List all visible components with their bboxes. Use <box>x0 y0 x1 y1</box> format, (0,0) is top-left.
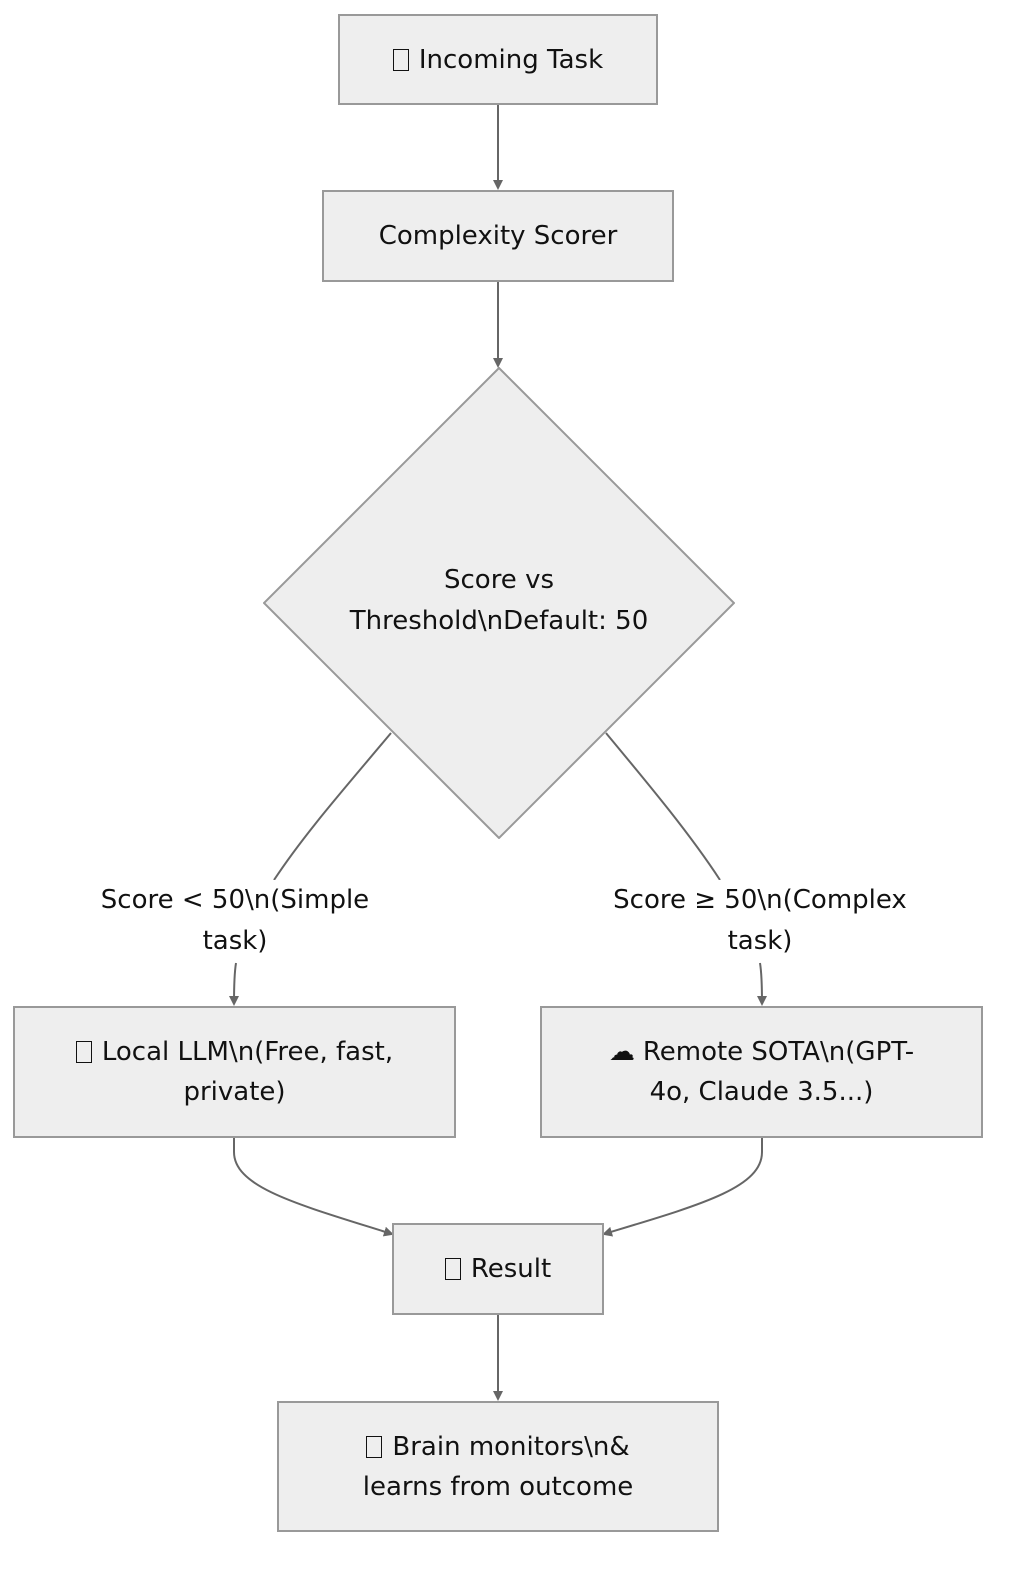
laptop-icon <box>75 1041 92 1063</box>
edge-decision-to-simple-label <box>273 732 392 881</box>
task-icon <box>392 48 409 71</box>
edge-simple-label-to-local <box>229 962 240 1006</box>
result-label: Result <box>470 1254 552 1284</box>
decision-label: Score vs Threshold\nDefault: 50 <box>349 565 649 636</box>
brain-text: Brain monitors\n& learns from outcome <box>348 1427 648 1507</box>
complexity-scorer-label: Complexity Scorer <box>378 221 618 251</box>
remote-sota-text: ☁Remote SOTA\n(GPT-4o, Claude 3.5...) <box>592 1032 932 1112</box>
edge-complex-label-to-remote <box>756 962 767 1006</box>
brain-icon <box>366 1435 383 1458</box>
simple-branch-label: Score < 50\n(Simple task) <box>70 880 400 962</box>
remote-sota-node[interactable]: ☁Remote SOTA\n(GPT-4o, Claude 3.5...) <box>540 1006 983 1138</box>
result-icon <box>444 1258 461 1280</box>
incoming-task-label: Incoming Task <box>418 44 604 75</box>
brain-label: Brain monitors\n& learns from outcome <box>362 1431 634 1502</box>
result-text: Result <box>444 1249 552 1289</box>
incoming-task-node[interactable]: Incoming Task <box>338 14 658 105</box>
remote-sota-label: Remote SOTA\n(GPT-4o, Claude 3.5...) <box>642 1037 915 1107</box>
cloud-icon: ☁ <box>608 1037 635 1067</box>
incoming-task-text: Incoming Task <box>392 40 604 80</box>
local-llm-text: Local LLM\n(Free, fast, private) <box>60 1032 410 1112</box>
complexity-scorer-node[interactable]: Complexity Scorer <box>322 190 674 282</box>
complex-branch-label: Score ≥ 50\n(Complex task) <box>600 880 920 962</box>
edge-decision-to-complex-label <box>605 732 721 881</box>
local-llm-label: Local LLM\n(Free, fast, private) <box>101 1037 394 1107</box>
edge-remote-to-result <box>602 1138 763 1237</box>
brain-node[interactable]: Brain monitors\n& learns from outcome <box>277 1401 719 1532</box>
edge-local-to-result <box>233 1138 394 1237</box>
local-llm-node[interactable]: Local LLM\n(Free, fast, private) <box>13 1006 456 1138</box>
decision-diamond[interactable] <box>263 367 735 839</box>
result-node[interactable]: Result <box>392 1223 604 1315</box>
